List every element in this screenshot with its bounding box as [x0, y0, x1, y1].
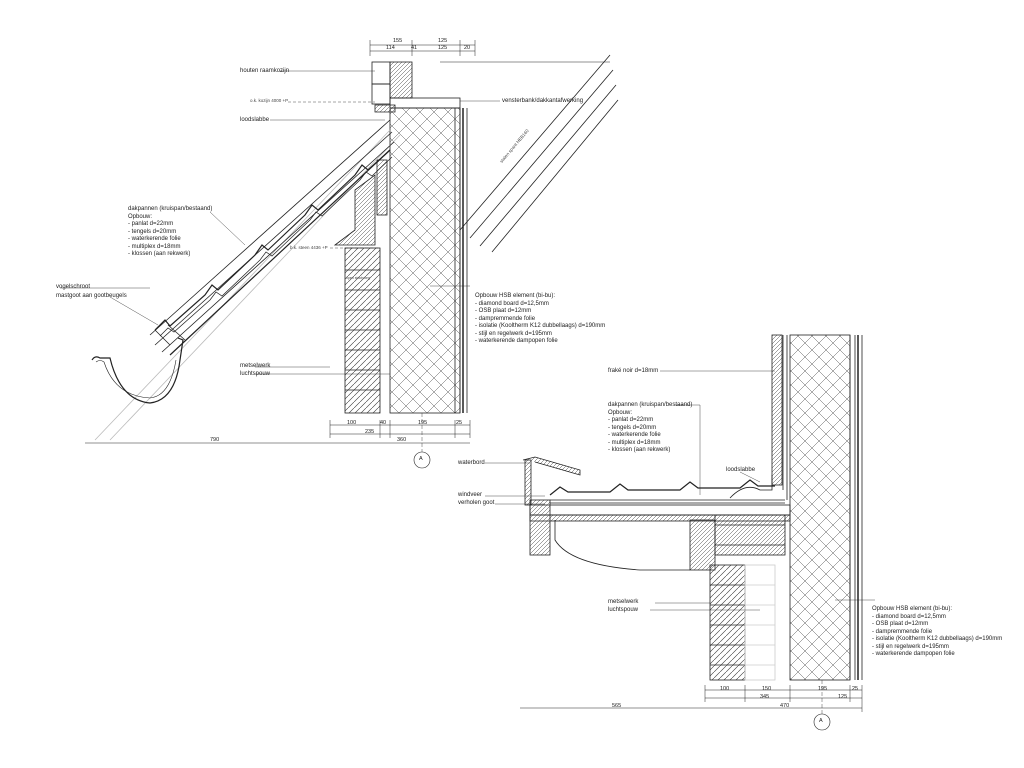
hsb-item: - diamond board d=12,5mm: [872, 613, 946, 620]
hsb-item: - isolatie (Kooltherm K12 dubbellaags) d…: [872, 636, 1003, 642]
dakpannen-title: dakpannen (kruispan/bestaand): [128, 206, 213, 212]
dim: 125: [438, 45, 448, 51]
hsb-item: - stijl en regelwerk d=195mm: [872, 643, 949, 650]
label-raamkozijn: houten raamkozijn: [240, 68, 290, 74]
hsb-item: - waterkerende dampopen folie: [475, 338, 558, 344]
hsb-item: - isolatie (Kooltherm K12 dubbellaags) d…: [475, 323, 606, 329]
dim: 195: [818, 686, 828, 692]
dakpannen-item: - tengels d=20mm: [608, 424, 657, 431]
dim: 155: [393, 38, 403, 44]
label-vogelschroot: vogelschroot: [56, 284, 91, 290]
hsb-title: Opbouw HSB element (bi-bu):: [475, 293, 556, 299]
dim: 125: [838, 694, 848, 700]
label-luchtspouw-right: luchtspouw: [608, 607, 639, 613]
dim: 360: [397, 437, 407, 443]
hsb-item: - diamond board d=12,5mm: [475, 300, 549, 307]
hsb-item: - OSB plaat d=12mm: [872, 621, 929, 627]
dim: 195: [418, 420, 428, 426]
dakpannen-item: - multiplex d=18mm: [608, 439, 661, 446]
dim: 470: [780, 703, 790, 709]
label-kozijn-level: o.k. kozijn 4000 +P: [250, 98, 289, 103]
dakpannen-item: - panlat d=22mm: [128, 221, 174, 227]
dakpannen-item: - waterkerende folie: [128, 236, 181, 242]
dakpannen-item: - klossen (aan rekwerk): [128, 251, 191, 257]
dim: 100: [720, 686, 730, 692]
label-windveer: windveer: [458, 492, 483, 498]
label-metselwerk-right: metselwerk: [608, 599, 639, 605]
dakpannen-left: dakpannen (kruispan/bestaand) Opbouw: - …: [128, 206, 212, 259]
label-luchtspouw-left: luchtspouw: [240, 371, 271, 377]
dakpannen-right: dakpannen (kruispan/bestaand) Opbouw: - …: [608, 402, 692, 455]
hsb-right: Opbouw HSB element (bi-bu): - diamond bo…: [872, 606, 1002, 659]
label-waterbord: waterbord: [458, 460, 485, 466]
dakpannen-item: - klossen (aan rekwerk): [608, 447, 671, 453]
dakpannen-title: dakpannen (kruispan/bestaand): [608, 402, 693, 408]
dim: 40: [380, 420, 387, 426]
dakpannen-item: - multiplex d=18mm: [128, 243, 181, 250]
dim: 150: [762, 686, 772, 692]
hsb-item: - stijl en regelwerk d=195mm: [475, 330, 552, 337]
dim: 235: [365, 429, 375, 435]
hsb-title: Opbouw HSB element (bi-bu):: [872, 606, 953, 612]
dim: 345: [760, 694, 770, 700]
dim: 25: [456, 420, 463, 426]
dakpannen-item: - panlat d=22mm: [608, 417, 654, 423]
dim: 25: [852, 686, 859, 692]
right-detail: [485, 334, 875, 731]
dakpannen-item: - waterkerende folie: [608, 432, 661, 438]
left-detail: [60, 40, 619, 469]
label-vensterbank: vensterbank/dakkantafwerking: [502, 98, 584, 104]
hsb-item: - dampremmende folie: [475, 315, 536, 322]
dim: 114: [386, 45, 395, 51]
label-mastgoot: mastgoot aan gootbeugels: [56, 293, 127, 299]
dim: 125: [438, 38, 448, 44]
dim: 790: [210, 437, 220, 443]
label-frake: fraké noir d=18mm: [608, 368, 659, 374]
dim: 20: [464, 45, 471, 51]
label-loodslabbe-right: loodslabbe: [726, 467, 756, 473]
axis-marker-right: A: [819, 718, 823, 724]
dakpannen-item: Opbouw:: [128, 213, 153, 220]
dim: 41: [411, 45, 418, 51]
dim: 565: [612, 703, 622, 709]
dim: 100: [347, 420, 357, 426]
axis-marker-left: A: [419, 456, 423, 462]
hsb-item: - waterkerende dampopen folie: [872, 651, 955, 657]
label-loodslabbe-left: loodslabbe: [240, 117, 270, 123]
dakpannen-item: - tengels d=20mm: [128, 228, 177, 235]
hsb-left: Opbouw HSB element (bi-bu): - diamond bo…: [475, 293, 605, 346]
hsb-item: - OSB plaat d=12mm: [475, 308, 532, 314]
label-verholen-goot: verholen goot: [458, 500, 495, 506]
label-metselwerk-left: metselwerk: [240, 363, 271, 369]
hsb-item: - dampremmende folie: [872, 628, 933, 635]
label-steen-level: b.k. steen 4436 +P: [290, 245, 328, 250]
label-open-stootvoeg: open stootvoeg: [346, 276, 370, 280]
dakpannen-item: Opbouw:: [608, 409, 633, 416]
